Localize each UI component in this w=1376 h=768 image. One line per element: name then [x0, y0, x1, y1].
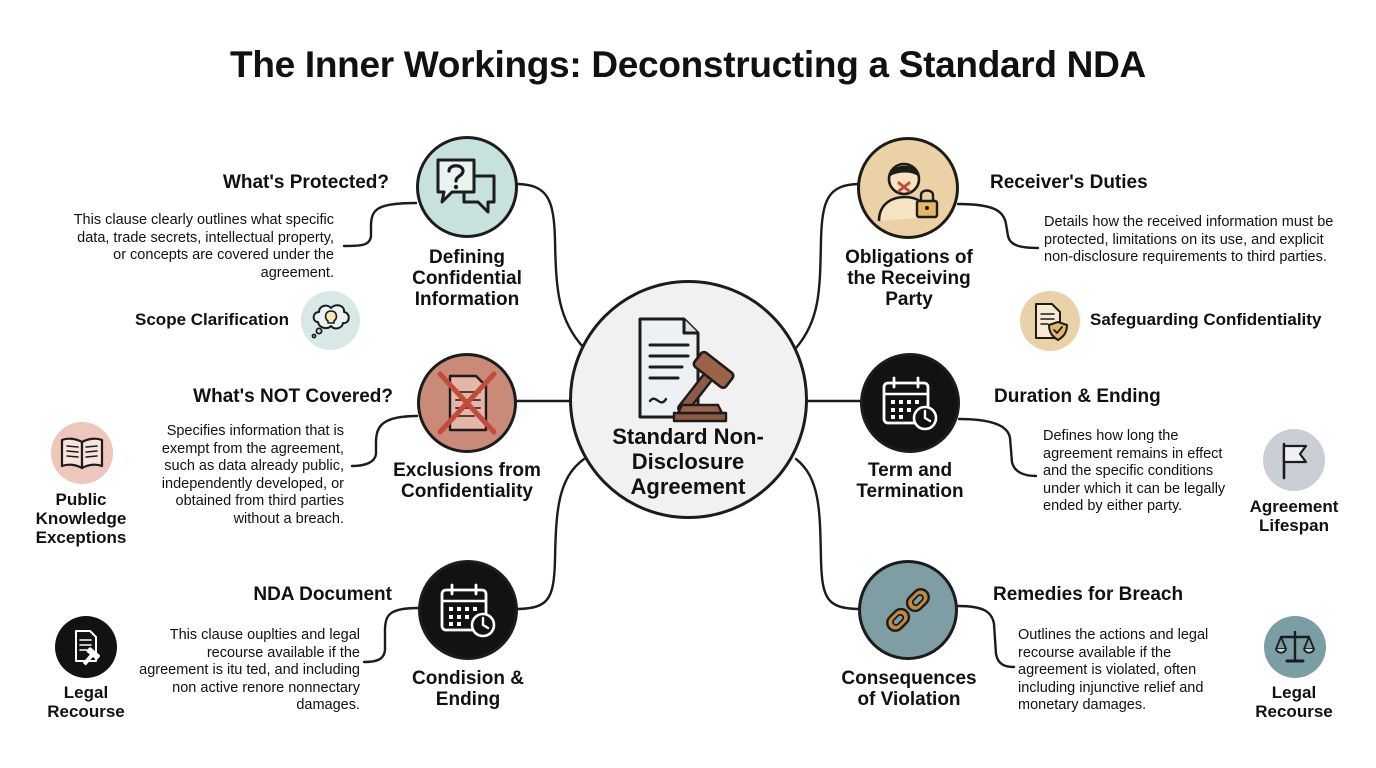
term-description: Defines how long the agreement remains i… [1043, 428, 1226, 514]
connector-condision-desc [362, 606, 420, 664]
shield-document-icon [1035, 303, 1068, 341]
obligations-heading: Receiver's Duties [990, 172, 1148, 193]
condision-description: This clause ouplties and legal recourse … [139, 627, 360, 713]
obligations-node-label: Obligations of the Receiving Party [845, 247, 973, 310]
consequences-tag-label: Legal Recourse [1255, 683, 1333, 721]
connector-obligations [794, 182, 860, 350]
calendar-clock-icon [440, 583, 496, 638]
term-tag-label: Agreement Lifespan [1249, 497, 1339, 535]
connector-consequences [794, 457, 860, 611]
condision-tag-circle [55, 616, 117, 678]
exclusions-heading: What's NOT Covered? [193, 386, 393, 407]
exclusions-node-label: Exclusions from Confidentiality [393, 460, 541, 502]
consequences-heading: Remedies for Breach [993, 584, 1184, 605]
exclusions-tag-circle [51, 422, 113, 484]
silenced-person-lock-icon [877, 162, 939, 222]
obligations-tag-label: Safeguarding Confidentiality [1090, 310, 1322, 329]
connector-exclusions-desc [350, 414, 419, 468]
term-heading: Duration & Ending [994, 386, 1161, 407]
flag-icon [1282, 442, 1308, 480]
consequences-tag-circle [1264, 616, 1326, 678]
connector-obligations-desc [956, 202, 1040, 250]
connector-condision [516, 457, 586, 611]
defining-heading: What's Protected? [222, 172, 389, 193]
condision-node-label: Condision & Ending [412, 668, 524, 710]
defining-node-circle [416, 136, 518, 238]
idea-bubble-icon [311, 303, 350, 338]
condision-node-circle [418, 560, 518, 660]
exclusions-tag-label: Public Knowledge Exceptions [35, 490, 127, 547]
center-circle [569, 280, 808, 519]
document-gavel-icon [75, 630, 100, 666]
defining-description: This clause clearly outlines what specif… [73, 212, 334, 281]
obligations-description: Details how the received information mus… [1044, 214, 1334, 265]
broken-chain-icon [886, 588, 930, 632]
consequences-description: Outlines the actions and legal recourse … [1018, 627, 1209, 713]
center-label: Standard Non-Disclosure Agreement [612, 424, 764, 499]
term-node-label: Term and Termination [856, 460, 964, 502]
calendar-clock-icon [882, 376, 938, 431]
connector-consequences-desc [956, 604, 1016, 669]
exclusions-node-circle [417, 353, 517, 453]
condision-tag-label: Legal Recourse [47, 683, 125, 721]
contract-gavel-icon [638, 317, 735, 423]
term-tag-circle [1263, 429, 1325, 491]
defining-tag-label: Scope Clarification [135, 310, 289, 329]
open-book-icon [60, 437, 104, 470]
question-chat-icon [436, 158, 496, 214]
term-node-circle [860, 353, 960, 453]
connector-defining [516, 182, 586, 350]
crossed-document-icon [437, 371, 497, 435]
consequences-node-label: Consequences of Violation [841, 668, 977, 710]
defining-tag-circle [301, 291, 360, 350]
obligations-tag-circle [1020, 291, 1080, 351]
scales-icon [1275, 631, 1315, 663]
page-title: The Inner Workings: Deconstructing a Sta… [230, 44, 1146, 85]
defining-node-label: Defining Confidential Information [412, 247, 522, 310]
connector-defining-desc [342, 201, 418, 248]
obligations-node-circle [857, 137, 959, 239]
consequences-node-circle [858, 560, 958, 660]
condision-heading: NDA Document [253, 584, 392, 605]
connector-term-desc [957, 417, 1038, 478]
exclusions-description: Specifies information that is exempt fro… [161, 423, 344, 527]
